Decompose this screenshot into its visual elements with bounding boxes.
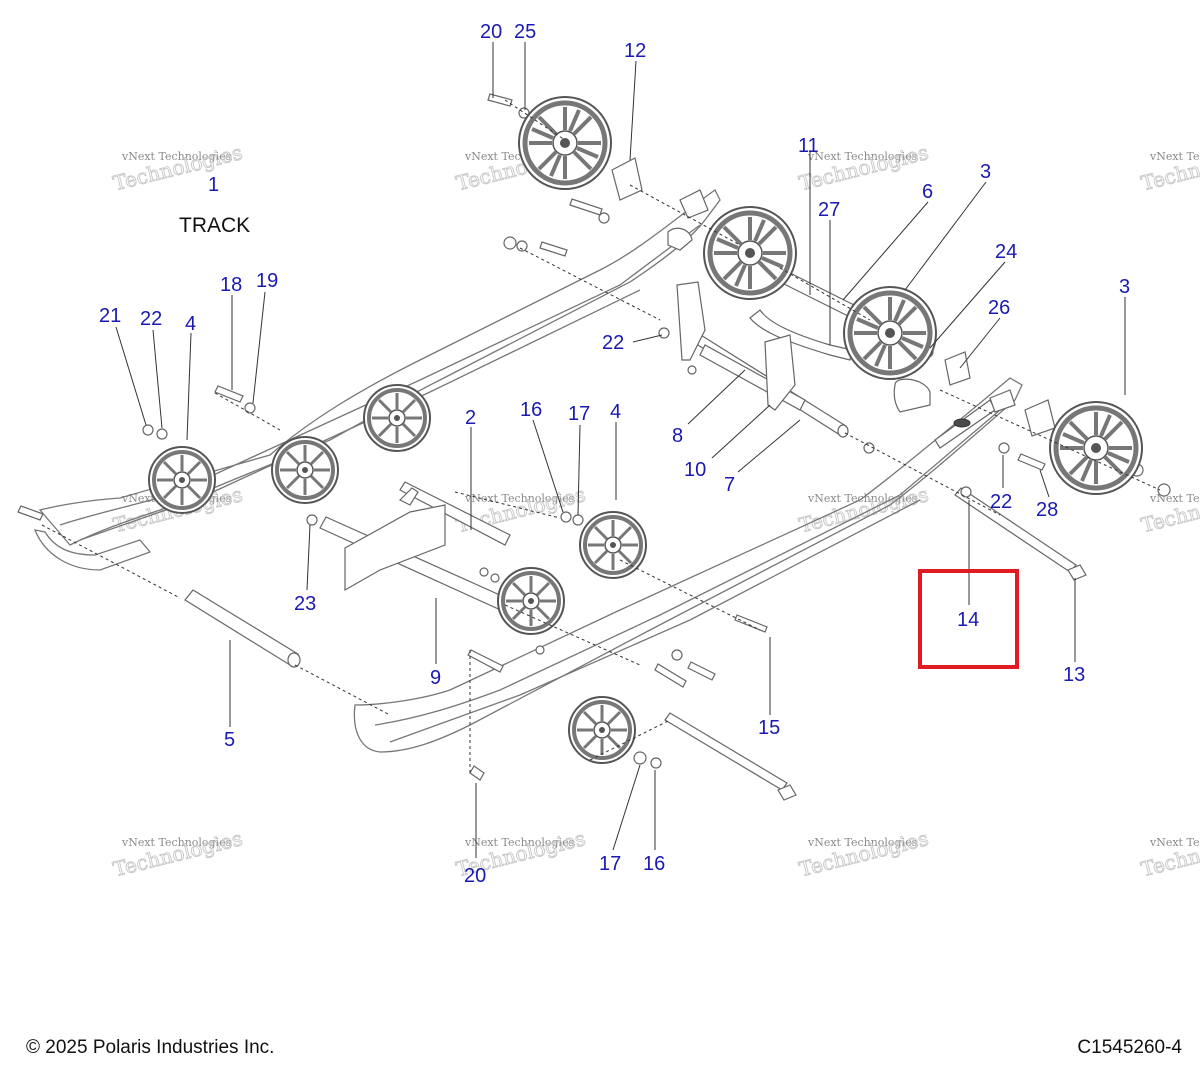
callout-5[interactable]: 5 [224,729,235,751]
callout-18[interactable]: 18 [220,274,242,296]
callout-7[interactable]: 7 [724,474,735,496]
watermark-text: vNext Technologies [807,836,918,849]
callout-4[interactable]: 4 [185,313,196,335]
diagram-code: C1545260-4 [1077,1037,1182,1058]
callout-17[interactable]: 17 [599,853,621,875]
watermark-text: vNext Technologies [464,492,575,505]
callout-22[interactable]: 22 [140,308,162,330]
watermark-text: vNext Technologies [1149,150,1200,163]
rail-tip-left [33,529,152,571]
callout-27[interactable]: 27 [818,199,840,221]
callout-14[interactable]: 14 [957,609,979,631]
callout-16[interactable]: 16 [520,399,542,421]
callout-11[interactable]: 11 [798,135,819,157]
callout-28[interactable]: 28 [1036,499,1058,521]
highlight-box [918,569,1019,669]
shock-arm [344,281,853,592]
callout-16[interactable]: 16 [643,853,665,875]
callout-22[interactable]: 22 [990,491,1012,513]
copyright-text: © 2025 Polaris Industries Inc. [26,1037,275,1058]
watermark-text: vNext Technologies [1149,836,1200,849]
callout-9[interactable]: 9 [430,667,441,689]
callout-21[interactable]: 21 [99,305,121,327]
assembly-lines [41,99,1161,775]
watermark-text: Technologies [111,826,245,881]
callout-13[interactable]: 13 [1063,664,1085,686]
rail-front [353,377,1023,753]
watermark-text: vNext Technologies [121,150,232,163]
watermark-text: Technologies [797,826,931,881]
track-label: TRACK [179,214,250,237]
shock [934,389,1016,449]
callout-2[interactable]: 2 [465,407,476,429]
callout-8[interactable]: 8 [672,425,683,447]
callout-22[interactable]: 22 [602,332,624,354]
callout-17[interactable]: 17 [568,403,590,425]
callout-3[interactable]: 3 [1119,276,1130,298]
watermark-text: Technologies [1139,140,1200,195]
callout-15[interactable]: 15 [758,717,780,739]
callout-26[interactable]: 26 [988,297,1010,319]
callout-25[interactable]: 25 [514,21,536,43]
callout-12[interactable]: 12 [624,40,646,62]
watermark-text: vNext Technologies [121,836,232,849]
rail-rear [38,189,721,546]
watermark-text: Technologies [111,140,245,195]
watermark-text: Technologies [1139,826,1200,881]
callout-3[interactable]: 3 [980,161,991,183]
callout-20[interactable]: 20 [480,21,502,43]
callout-24[interactable]: 24 [995,241,1017,263]
leader-lines [115,42,1126,858]
callout-19[interactable]: 19 [256,270,278,292]
bumpers [611,157,1056,437]
callout-4[interactable]: 4 [610,401,621,423]
watermark-text: vNext Technologies [807,150,918,163]
callouts: 1 2 3 3 4 4 5 6 7 8 9 10 11 12 13 14 15 … [99,21,1130,887]
watermark-text: vNext Technologies [464,836,575,849]
callout-20[interactable]: 20 [464,865,486,887]
callout-23[interactable]: 23 [294,593,316,615]
callout-6[interactable]: 6 [922,181,933,203]
callout-10[interactable]: 10 [684,459,706,481]
callout-1[interactable]: 1 [208,174,219,196]
